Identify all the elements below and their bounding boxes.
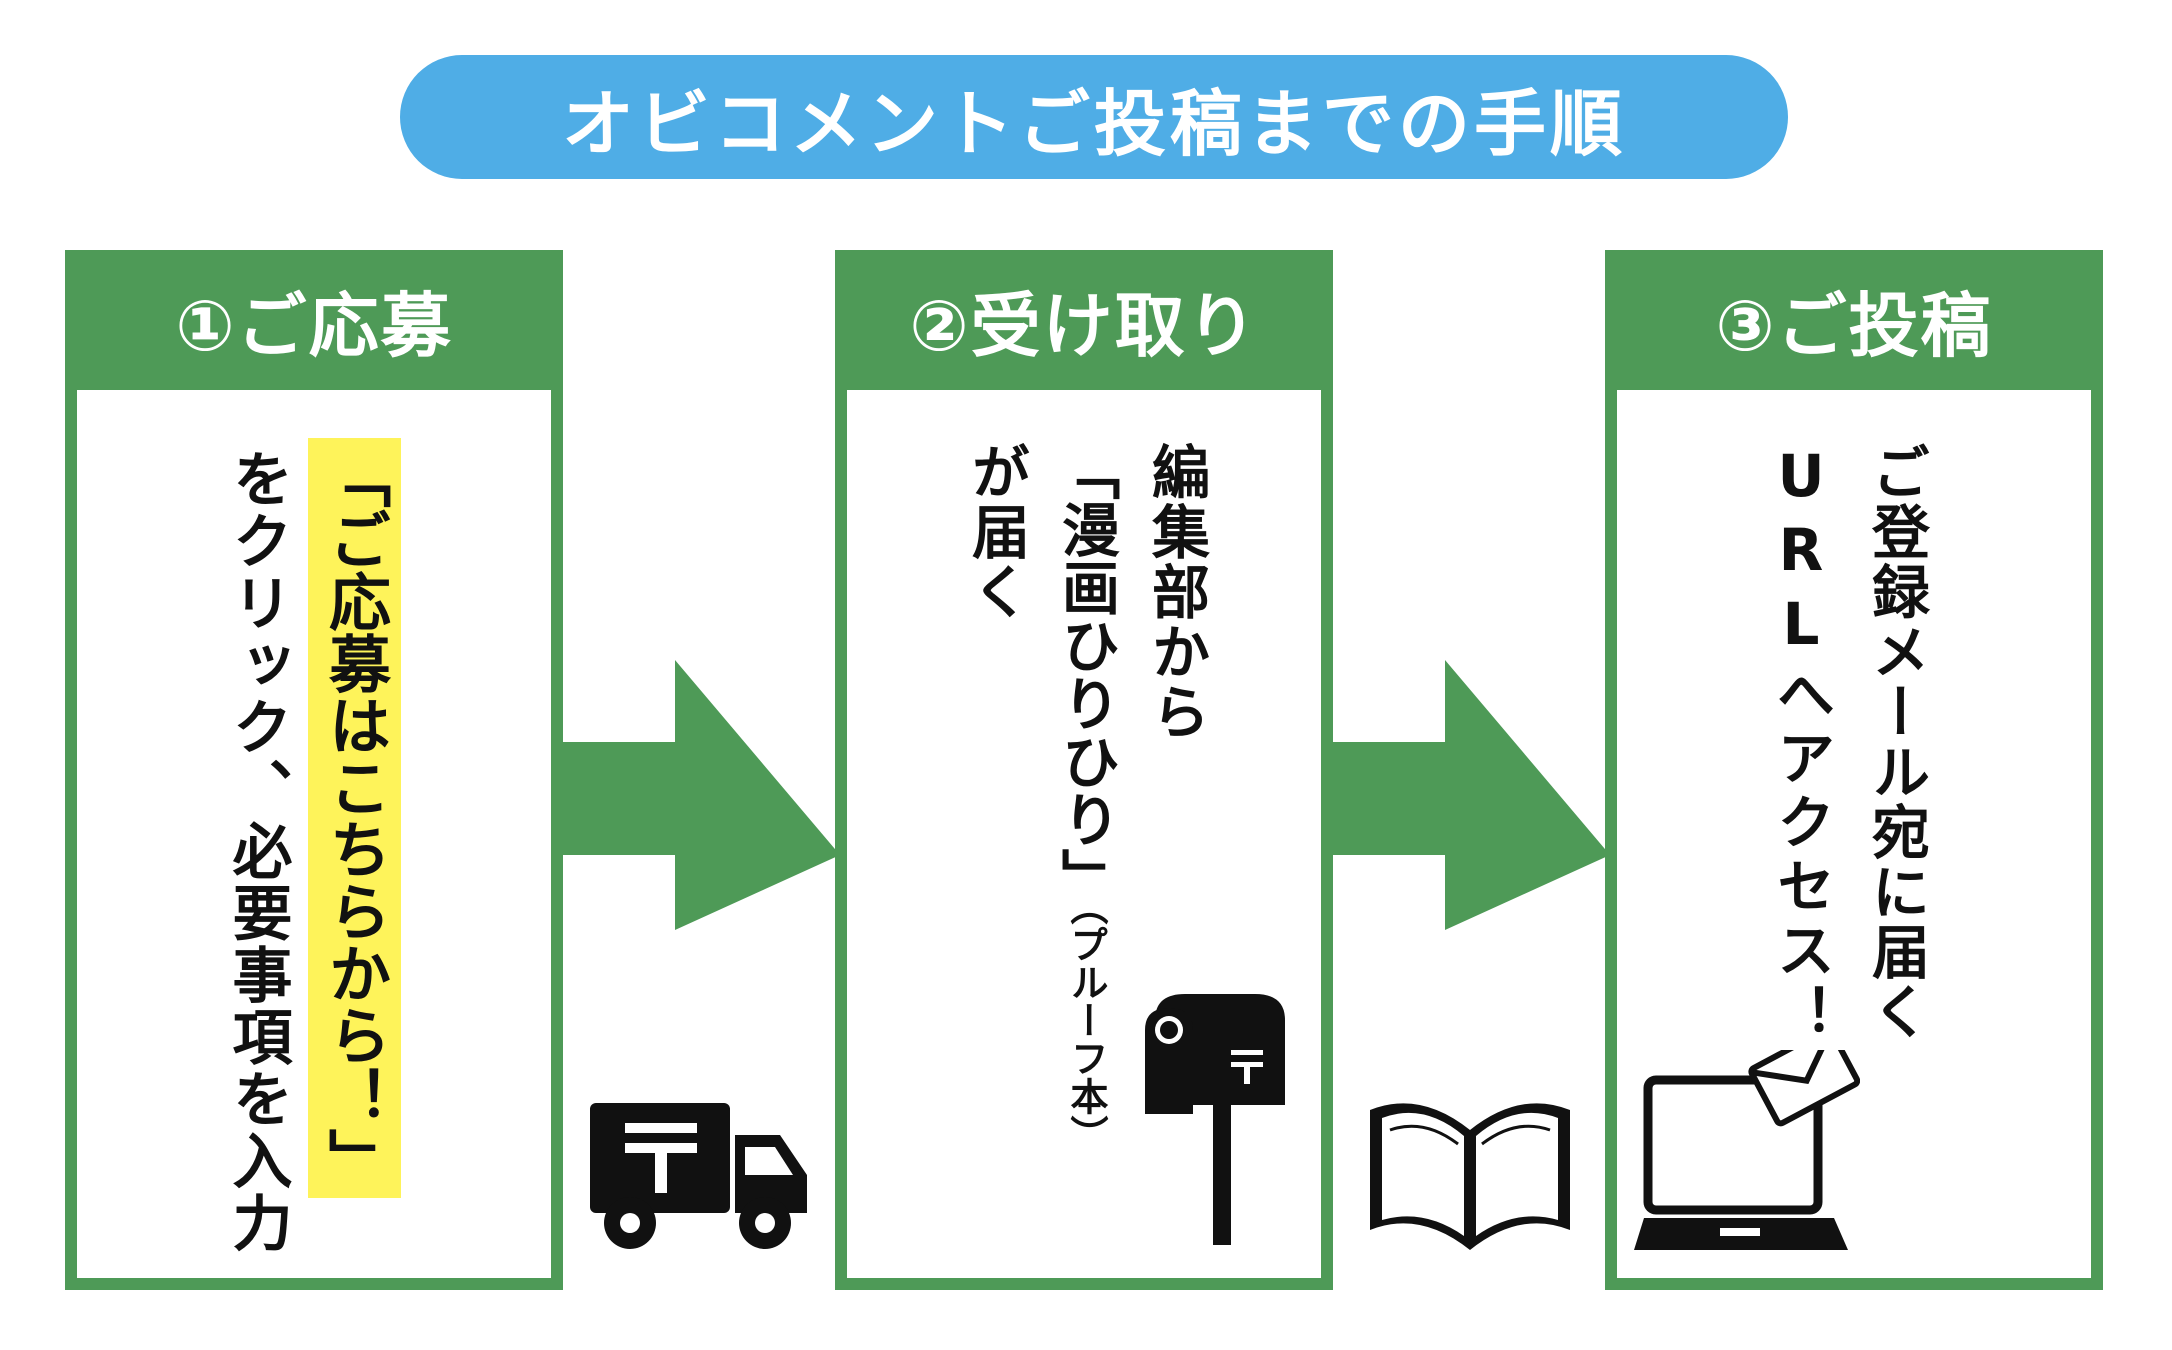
book-title: 「漫画ひりひり」	[1052, 442, 1120, 906]
step-panel-apply: ①ご応募 「ご応募はこちらから！」 をクリック、必要事項を入力	[65, 250, 563, 1290]
step-body: ご登録メール宛に届く URLへアクセス！	[1617, 390, 2091, 1278]
step-instruction-text: 編集部から	[1142, 442, 1210, 742]
step-instruction-text: URLへアクセス！	[1767, 442, 1835, 1048]
delivery-truck-icon	[590, 1103, 807, 1249]
step-body: 編集部から 「漫画ひりひり」（プルーフ本） が届く	[847, 390, 1321, 1278]
page-title: オビコメントご投稿までの手順	[400, 55, 1788, 179]
arrow-right-icon	[1330, 660, 1610, 930]
mailbox-icon	[1145, 994, 1285, 1245]
step-body: 「ご応募はこちらから！」 をクリック、必要事項を入力	[77, 390, 551, 1278]
step-instruction-text: ご登録メール宛に届く	[1862, 442, 1930, 1042]
step-instruction-text: をクリック、必要事項を入力	[222, 448, 292, 1254]
open-book-icon	[1370, 1103, 1570, 1250]
step-instruction-text: 「漫画ひりひり」（プルーフ本）	[1052, 442, 1120, 1153]
step-header: ③ご投稿	[1715, 284, 1993, 367]
arrow-right-icon	[560, 660, 840, 930]
step-header: ①ご応募	[175, 284, 453, 367]
step-header: ②受け取り	[909, 284, 1259, 367]
step-instruction-highlight: 「ご応募はこちらから！」	[308, 438, 401, 1198]
step-panel-receive: ②受け取り 編集部から 「漫画ひりひり」（プルーフ本） が届く	[835, 250, 1333, 1290]
apply-link-text[interactable]: 「ご応募はこちらから！」	[308, 438, 401, 1198]
laptop-mail-icon	[1634, 1050, 1860, 1250]
book-subtitle: （プルーフ本）	[1064, 906, 1108, 1153]
step-panel-post: ③ご投稿 ご登録メール宛に届く URLへアクセス！	[1605, 250, 2103, 1290]
step-instruction-text: が届く	[962, 442, 1030, 622]
